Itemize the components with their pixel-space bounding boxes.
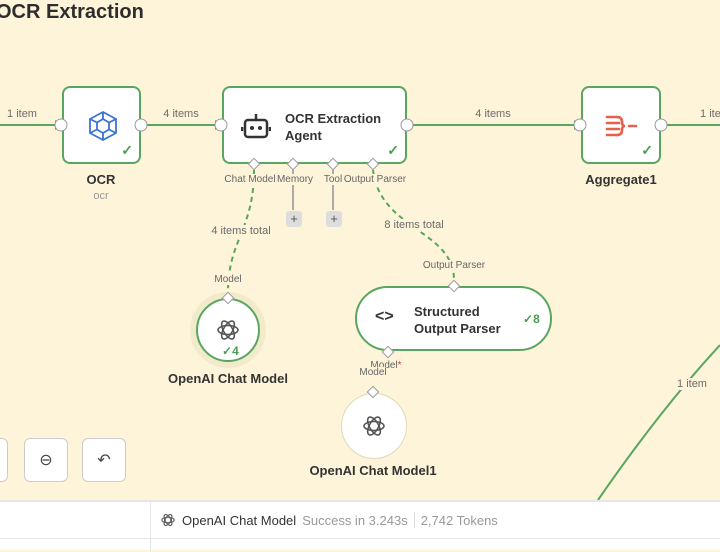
edge-label: 4 items total bbox=[211, 225, 271, 237]
zoom-in-button[interactable] bbox=[0, 438, 8, 482]
node-subtitle: ocr bbox=[93, 190, 109, 202]
node-label: OCR Extraction bbox=[285, 111, 382, 126]
add-memory-button[interactable]: + bbox=[286, 211, 302, 227]
code-icon: <> bbox=[375, 308, 394, 325]
port-label: Model bbox=[214, 274, 242, 285]
panel-node-name: OpenAI Chat Model bbox=[182, 512, 297, 528]
openai-icon bbox=[363, 416, 385, 436]
output-port[interactable] bbox=[134, 118, 148, 132]
success-check-icon: ✓ bbox=[641, 142, 653, 158]
robot-icon bbox=[241, 114, 271, 139]
zoom-out-button[interactable]: ⊖ bbox=[24, 438, 68, 482]
port-label: Output Parser bbox=[343, 174, 407, 185]
node-label: OCR bbox=[86, 172, 116, 187]
port-label: Output Parser bbox=[422, 260, 486, 271]
zoom-out-icon: ⊖ bbox=[39, 452, 53, 469]
input-port[interactable] bbox=[54, 118, 68, 132]
node-openai-chat-model1[interactable] bbox=[341, 393, 407, 459]
node-label: OpenAI Chat Model bbox=[168, 371, 288, 386]
input-port[interactable] bbox=[573, 118, 587, 132]
openai-icon bbox=[217, 320, 239, 340]
edge-label: 1 item bbox=[677, 378, 707, 390]
port-label: Model bbox=[359, 367, 387, 378]
output-port[interactable] bbox=[400, 118, 414, 132]
node-ocr-extraction-agent[interactable]: OCR Extraction Agent ✓ bbox=[222, 86, 407, 164]
port-label: Chat Model bbox=[224, 174, 276, 185]
run-status: Success in 3.243s bbox=[302, 512, 408, 528]
edge-label: 4 items bbox=[475, 108, 511, 120]
success-check-icon: ✓ bbox=[121, 142, 133, 158]
undo-button[interactable]: ↶ bbox=[82, 438, 126, 482]
token-count: 2,742 Tokens bbox=[420, 512, 498, 528]
openai-icon bbox=[161, 513, 175, 527]
output-panel: OpenAI Chat Model Success in 3.243s 2,74… bbox=[0, 500, 720, 552]
output-port[interactable] bbox=[654, 118, 668, 132]
cube-icon bbox=[89, 110, 117, 142]
add-tool-button[interactable]: + bbox=[326, 211, 342, 227]
node-ocr[interactable]: ✓ bbox=[62, 86, 141, 164]
node-structured-output-parser[interactable]: <> Structured Output Parser ✓8 bbox=[355, 286, 552, 351]
port-label: Memory bbox=[276, 174, 314, 185]
edge-label: 1 item bbox=[7, 108, 37, 120]
node-label: Agent bbox=[285, 128, 322, 143]
node-label: OpenAI Chat Model1 bbox=[309, 463, 437, 478]
run-count: ✓4 bbox=[222, 344, 239, 358]
workflow-title: OCR Extraction bbox=[0, 1, 144, 23]
port-label: Model* bbox=[370, 360, 402, 371]
undo-icon: ↶ bbox=[97, 452, 111, 469]
node-label: Structured bbox=[414, 304, 480, 319]
input-port[interactable] bbox=[214, 118, 228, 132]
aggregate-icon bbox=[605, 115, 638, 137]
success-check-icon: ✓ bbox=[387, 142, 399, 158]
node-label: Aggregate1 bbox=[585, 172, 657, 187]
run-count: ✓8 bbox=[523, 312, 540, 326]
node-label: Output Parser bbox=[414, 321, 501, 336]
edge-label: 1 item bbox=[700, 108, 720, 120]
port-label: Tool bbox=[323, 174, 343, 185]
edge-label: 8 items total bbox=[384, 219, 444, 231]
edge-label: 4 items bbox=[163, 108, 199, 120]
node-aggregate1[interactable]: ✓ bbox=[581, 86, 661, 164]
